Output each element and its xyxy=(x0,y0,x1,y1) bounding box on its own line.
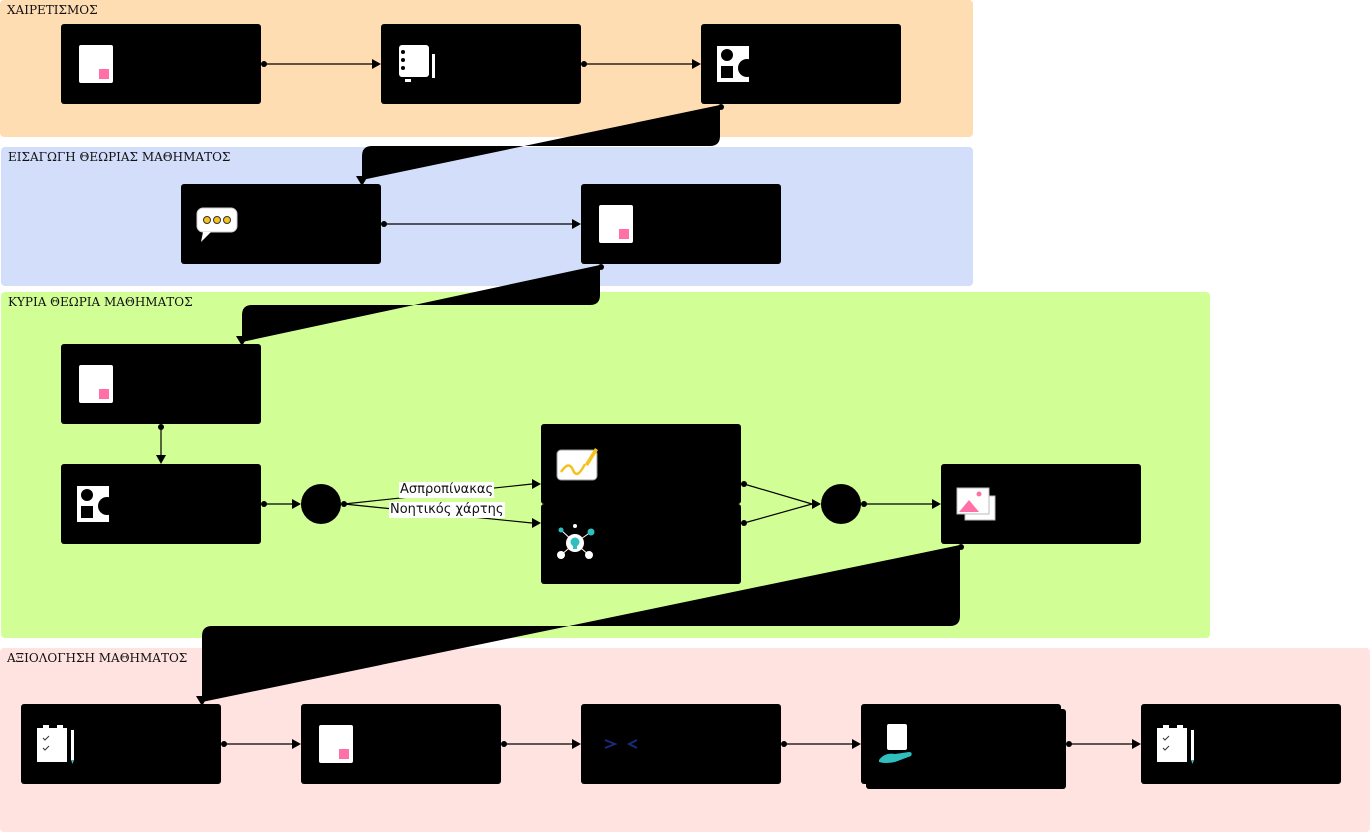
greeting-document-node[interactable] xyxy=(61,24,261,104)
assessment-code-node[interactable] xyxy=(581,704,781,784)
checklist-icon xyxy=(1157,725,1194,764)
assessment-hand-document-node[interactable] xyxy=(861,704,1061,784)
main-document-node[interactable] xyxy=(61,344,261,424)
join-gateway[interactable] xyxy=(821,484,861,524)
branch-label-mindmap: Νοητικός χάρτης xyxy=(389,502,505,518)
intro-chat-node[interactable] xyxy=(181,184,381,264)
lane-intro: ΕΙΣΑΓΩΓΗ ΘΕΩΡΙΑΣ ΜΑΘΗΜΑΤΟΣ xyxy=(1,147,973,286)
lane-title: ΕΙΣΑΓΩΓΗ ΘΕΩΡΙΑΣ ΜΑΘΗΜΑΤΟΣ xyxy=(8,150,231,164)
main-image-gallery-node[interactable] xyxy=(941,464,1141,544)
whiteboard-icon xyxy=(556,448,598,481)
shapes-icon xyxy=(717,46,756,82)
assessment-checklist-node[interactable] xyxy=(21,704,221,784)
image-gallery-icon xyxy=(956,487,996,521)
branch-label-whiteboard: Ασπροπίνακας xyxy=(399,482,495,498)
main-shapes-node[interactable] xyxy=(61,464,261,544)
document-icon xyxy=(79,365,113,403)
flow-ribbon xyxy=(362,105,720,180)
assessment-checklist-final-node[interactable] xyxy=(1141,704,1341,784)
shapes-icon xyxy=(77,486,116,522)
main-whiteboard-node[interactable] xyxy=(541,424,741,504)
document-icon xyxy=(319,725,353,763)
flow-ribbon xyxy=(202,545,960,702)
intro-document-node[interactable] xyxy=(581,184,781,264)
document-icon xyxy=(79,45,113,83)
mind-map-icon xyxy=(557,524,595,559)
lane-title: ΑΞΙΟΛΟΓΗΣΗ ΜΑΘΗΜΑΤΟΣ xyxy=(7,651,188,665)
lane-title: ΧΑΙΡΕΤΙΣΜΟΣ xyxy=(7,3,98,17)
chat-bubble-icon xyxy=(196,207,238,242)
code-icon xyxy=(604,739,638,749)
greeting-notebook-node[interactable] xyxy=(381,24,581,104)
lane-title: ΚΥΡΙΑ ΘΕΩΡΙΑ ΜΑΘΗΜΑΤΟΣ xyxy=(8,295,193,309)
checklist-icon xyxy=(37,725,74,764)
hand-document-icon xyxy=(879,724,912,763)
assessment-document-node[interactable] xyxy=(301,704,501,784)
document-icon xyxy=(599,205,633,243)
greeting-shapes-node[interactable] xyxy=(701,24,901,104)
main-mindmap-node[interactable] xyxy=(541,504,741,584)
flow-ribbon xyxy=(242,265,600,342)
fork-gateway[interactable] xyxy=(301,484,341,524)
notebook-icon xyxy=(399,45,435,82)
